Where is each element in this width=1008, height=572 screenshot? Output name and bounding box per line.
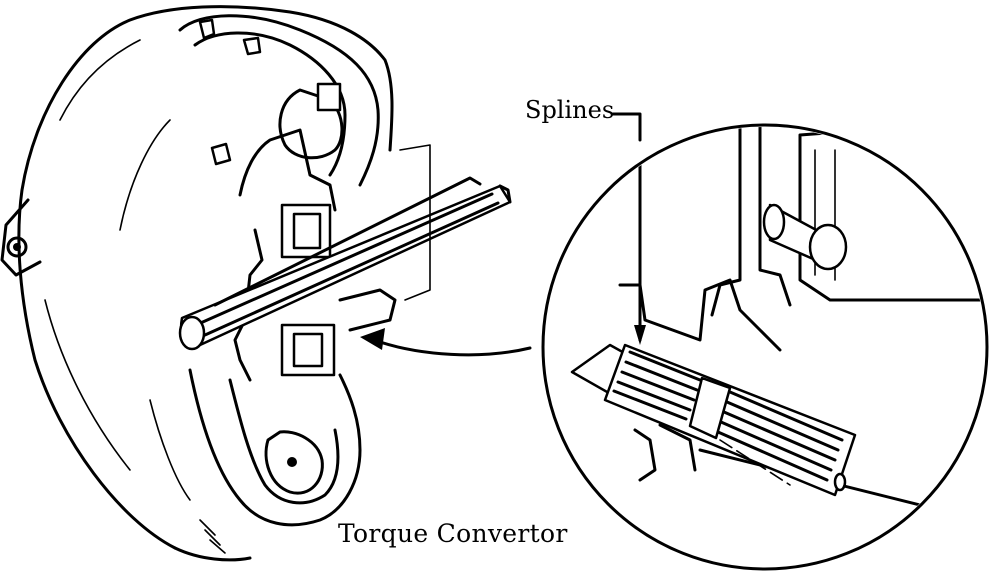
pump-hub-inner xyxy=(292,212,322,250)
input-shaft xyxy=(178,176,512,351)
spline-groove-2 xyxy=(624,360,699,392)
detail-arrow xyxy=(360,328,532,357)
pump-hub-lower-inner xyxy=(292,332,324,368)
spline-groove-4 xyxy=(616,380,692,412)
splines-leader-line-outer xyxy=(611,112,642,142)
cutaway-upper-inner xyxy=(193,31,347,177)
turbine-hub-block xyxy=(316,82,342,112)
spline-groove-3 xyxy=(620,370,696,402)
torque-convertor-label: Torque Convertor xyxy=(338,519,568,548)
detail-pin-head xyxy=(808,223,848,271)
detail-wall-right xyxy=(798,127,985,302)
shaft-end-cap xyxy=(178,315,206,351)
splines-label: Splines xyxy=(525,96,615,124)
cutaway-lower-inner xyxy=(228,378,340,505)
shaft-centerline xyxy=(719,439,791,486)
detail-contents xyxy=(570,127,985,527)
spline-groove-10 xyxy=(716,430,829,482)
mounting-hole-core xyxy=(13,243,21,251)
splines-detail-callout xyxy=(541,112,989,571)
shaft-line-2 xyxy=(203,201,500,337)
detail-arrow-shaft xyxy=(378,340,532,357)
detail-arrow-head xyxy=(360,328,385,350)
turbine-blade-upper xyxy=(278,88,344,160)
spline-groove-8 xyxy=(722,410,837,462)
housing-back-edge xyxy=(399,144,431,301)
splines-leader-tip xyxy=(634,325,646,345)
detail-circle xyxy=(541,123,989,571)
turbine-blade-lower xyxy=(264,430,324,495)
spline-groove-5 xyxy=(612,389,688,421)
shaft-tip xyxy=(498,184,512,204)
channel-wall-upper xyxy=(238,128,337,212)
torque-convertor-illustration xyxy=(0,5,512,562)
lower-bolt xyxy=(287,457,297,467)
housing-shading-2 xyxy=(44,299,131,471)
housing-shading-3 xyxy=(119,119,171,231)
splined-shaft-body xyxy=(603,343,857,497)
stator-slot-3 xyxy=(210,142,232,166)
stator-collar xyxy=(338,288,397,332)
spline-groove-1 xyxy=(628,350,702,382)
spline-groove-7 xyxy=(725,400,840,452)
spline-groove-6 xyxy=(728,390,844,442)
shaft-line-3 xyxy=(213,176,482,307)
convertor-housing-outline xyxy=(17,5,394,550)
stator-slot-1 xyxy=(198,18,216,40)
shaft-end-hole xyxy=(833,472,847,492)
shaft-line-1 xyxy=(194,192,494,327)
splined-shaft xyxy=(603,343,857,497)
housing-bottom-details xyxy=(199,519,226,554)
detail-step-profile xyxy=(618,278,782,352)
stator-slot-2 xyxy=(242,36,262,56)
spline-ring xyxy=(688,376,732,440)
housing-shading-1 xyxy=(59,39,141,121)
detail-pin-left xyxy=(762,203,786,241)
cutaway-upper-outer xyxy=(178,14,380,187)
housing-rim xyxy=(173,546,252,562)
cutaway-lower-outer xyxy=(188,368,362,527)
mounting-hole xyxy=(6,236,28,258)
housing-shading-4 xyxy=(149,399,191,501)
mounting-boss xyxy=(0,198,42,277)
splines-leader-line xyxy=(611,127,642,342)
spline-groove-9 xyxy=(719,420,833,472)
